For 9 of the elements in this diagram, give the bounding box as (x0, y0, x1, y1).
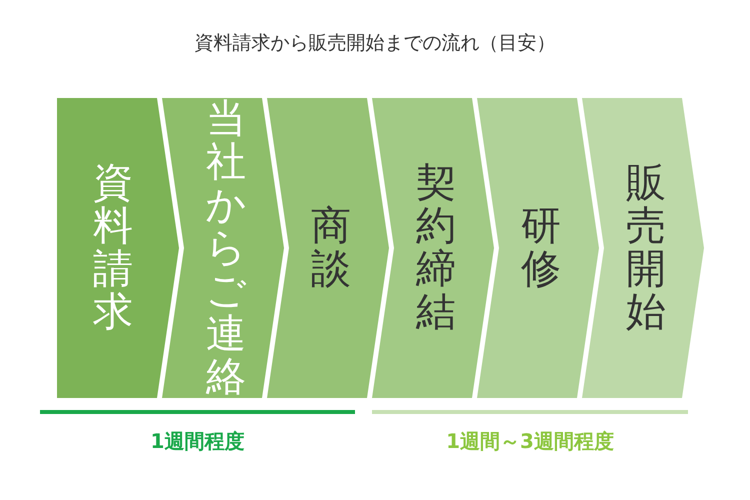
step-label: 契約締結 (414, 162, 457, 334)
period-label: 1週間～3週間程度 (445, 428, 615, 455)
title: 資料請求から販売開始までの流れ（目安） (194, 31, 556, 56)
step-label: 販売開始 (625, 162, 667, 334)
step-label: 研修 (520, 205, 562, 291)
step-label: 資料請求 (92, 162, 134, 334)
step-label: 商談 (310, 205, 352, 291)
step-label: 当社からご連絡 (204, 98, 248, 398)
period-label: 1週間程度 (150, 428, 246, 455)
